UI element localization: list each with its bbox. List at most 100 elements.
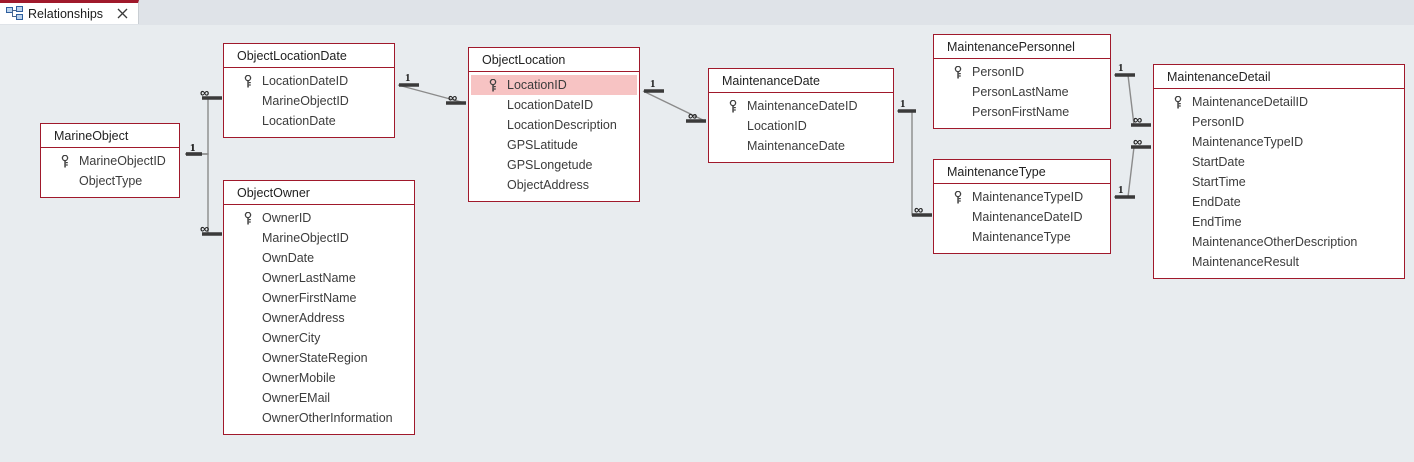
relationship-line-maintenancepersonnel-maintenancedetail[interactable]: [1114, 73, 1151, 127]
cardinality-one-label: 1: [190, 142, 196, 154]
relationship-line-maintenancetype-maintenancedetail[interactable]: [1114, 145, 1151, 199]
tab-relationships[interactable]: Relationships: [0, 0, 139, 24]
field-row[interactable]: OwnerEMail: [224, 388, 414, 408]
field-row[interactable]: MarineObjectID: [224, 91, 394, 111]
field-row[interactable]: MarineObjectID: [41, 151, 179, 171]
field-row[interactable]: OwnerAddress: [224, 308, 414, 328]
field-row-selected[interactable]: LocationID: [471, 75, 637, 95]
field-row[interactable]: MaintenanceTypeID: [934, 187, 1110, 207]
field-row[interactable]: OwnerCity: [224, 328, 414, 348]
field-name: MaintenanceDateID: [747, 99, 858, 113]
field-name: MaintenanceDetailID: [1192, 95, 1309, 109]
primary-key-icon: [489, 79, 497, 92]
field-name: OwnerMobile: [262, 371, 336, 385]
cardinality-many-label: ∞: [1133, 134, 1143, 149]
field-row[interactable]: StartDate: [1154, 152, 1404, 172]
field-name: OwnDate: [262, 251, 315, 265]
entity-table-title[interactable]: ObjectLocationDate: [224, 44, 394, 68]
cardinality-one-label: 1: [1118, 62, 1124, 74]
field-row[interactable]: MaintenanceDetailID: [1154, 92, 1404, 112]
field-row[interactable]: OwnerLastName: [224, 268, 414, 288]
field-row[interactable]: OwnerFirstName: [224, 288, 414, 308]
field-row[interactable]: MaintenanceResult: [1154, 252, 1404, 272]
entity-table-title[interactable]: ObjectLocation: [469, 48, 639, 72]
field-row[interactable]: OwnerMobile: [224, 368, 414, 388]
field-row[interactable]: ObjectAddress: [469, 175, 639, 195]
field-row[interactable]: StartTime: [1154, 172, 1404, 192]
primary-key-icon: [244, 212, 252, 225]
field-row[interactable]: LocationID: [709, 116, 893, 136]
field-row[interactable]: MaintenanceType: [934, 227, 1110, 247]
field-row[interactable]: MaintenanceTypeID: [1154, 132, 1404, 152]
primary-key-icon: [1174, 96, 1182, 109]
field-row[interactable]: PersonFirstName: [934, 102, 1110, 122]
field-row[interactable]: MaintenanceDateID: [709, 96, 893, 116]
cardinality-many-label: ∞: [914, 202, 924, 217]
field-name: OwnerLastName: [262, 271, 356, 285]
cardinality-many-label: ∞: [200, 221, 210, 236]
field-name: ObjectType: [79, 174, 143, 188]
field-row[interactable]: GPSLongetude: [469, 155, 639, 175]
entity-table-title[interactable]: MaintenancePersonnel: [934, 35, 1110, 59]
field-name: ObjectAddress: [507, 178, 589, 192]
field-row[interactable]: EndTime: [1154, 212, 1404, 232]
relationship-line-objectlocation-maintenancedate[interactable]: [642, 89, 706, 123]
field-row[interactable]: LocationDateID: [224, 71, 394, 91]
field-row[interactable]: OwnerID: [224, 208, 414, 228]
close-icon[interactable]: [115, 6, 130, 21]
field-row[interactable]: ObjectType: [41, 171, 179, 191]
field-name: PersonID: [972, 65, 1025, 79]
entity-table-title[interactable]: MarineObject: [41, 124, 179, 148]
field-row[interactable]: PersonLastName: [934, 82, 1110, 102]
entity-table-title[interactable]: ObjectOwner: [224, 181, 414, 205]
cardinality-many-label: ∞: [200, 85, 210, 100]
field-name: PersonFirstName: [972, 105, 1070, 119]
field-name: GPSLongetude: [507, 158, 593, 172]
field-name: LocationDateID: [262, 74, 349, 88]
field-row[interactable]: LocationDateID: [469, 95, 639, 115]
field-row[interactable]: GPSLatitude: [469, 135, 639, 155]
field-row[interactable]: PersonID: [1154, 112, 1404, 132]
relationship-line-maintenancedate-maintenancetype[interactable]: [897, 109, 932, 217]
field-name: OwnerEMail: [262, 391, 331, 405]
field-name: OwnerOtherInformation: [262, 411, 393, 425]
field-row[interactable]: LocationDate: [224, 111, 394, 131]
field-name: MaintenanceOtherDescription: [1192, 235, 1358, 249]
field-name: LocationDateID: [507, 98, 594, 112]
field-row[interactable]: MaintenanceDate: [709, 136, 893, 156]
field-name: LocationID: [507, 78, 567, 92]
entity-table-title[interactable]: MaintenanceType: [934, 160, 1110, 184]
field-name: GPSLatitude: [507, 138, 578, 152]
relationship-line-marineobject-objectowner[interactable]: [185, 152, 222, 236]
field-row[interactable]: PersonID: [934, 62, 1110, 82]
field-row[interactable]: OwnDate: [224, 248, 414, 268]
field-row[interactable]: OwnerStateRegion: [224, 348, 414, 368]
entity-table-title[interactable]: MaintenanceDetail: [1154, 65, 1404, 89]
tab-label: Relationships: [28, 6, 104, 21]
primary-key-icon: [954, 191, 962, 204]
entity-table-title[interactable]: MaintenanceDate: [709, 69, 893, 93]
field-name: OwnerFirstName: [262, 291, 357, 305]
field-row[interactable]: MaintenanceDateID: [934, 207, 1110, 227]
field-row[interactable]: LocationDescription: [469, 115, 639, 135]
field-row[interactable]: EndDate: [1154, 192, 1404, 212]
relationship-line-objectlocationdate-objectlocation[interactable]: [397, 83, 466, 105]
field-row[interactable]: OwnerOtherInformation: [224, 408, 414, 428]
cardinality-one-label: 1: [650, 78, 656, 90]
field-row[interactable]: MarineObjectID: [224, 228, 414, 248]
field-row[interactable]: MaintenanceOtherDescription: [1154, 232, 1404, 252]
field-name: MarineObjectID: [79, 154, 166, 168]
field-name: StartTime: [1192, 175, 1246, 189]
